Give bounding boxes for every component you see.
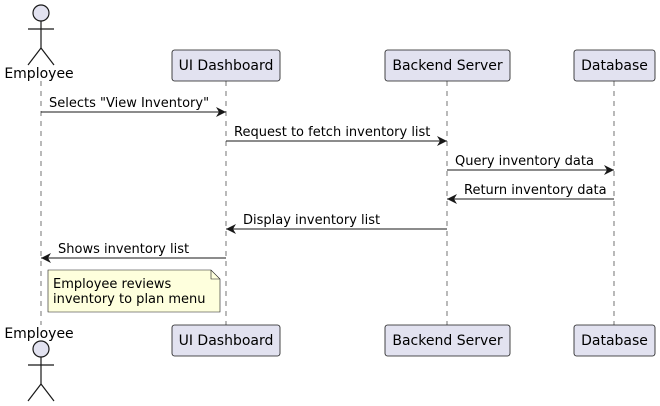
message: Request to fetch inventory list xyxy=(226,125,447,146)
message: Display inventory list xyxy=(226,213,447,234)
participant-database-bottom: Database xyxy=(573,324,656,357)
participant-box xyxy=(384,49,511,82)
participant-label: UI Dashboard xyxy=(179,58,274,74)
message-label: Request to fetch inventory list xyxy=(234,125,430,140)
message: Query inventory data xyxy=(447,154,614,175)
actor-head xyxy=(32,340,50,358)
actor-leg-right xyxy=(40,47,55,66)
note-text-line: Employee reviews xyxy=(53,277,172,292)
actor-leg-left xyxy=(27,383,42,402)
participant-label: Database xyxy=(581,58,648,74)
participant-backend-top: Backend Server xyxy=(384,49,511,82)
participant-box xyxy=(573,324,656,357)
participants-top: Employee UI Dashboard Backend Server Databa… xyxy=(4,4,656,82)
actor-label: Employee xyxy=(4,66,73,82)
message-label: Shows inventory list xyxy=(58,242,189,257)
participant-label: Backend Server xyxy=(392,58,502,74)
message: Selects "View Inventory" xyxy=(41,96,226,117)
actor-leg-left xyxy=(27,47,42,66)
actor-employee-top: Employee xyxy=(4,4,74,82)
participant-box xyxy=(171,49,281,82)
actor-employee-bottom: Employee xyxy=(4,326,74,402)
message-label: Return inventory data xyxy=(464,183,607,198)
message-label: Selects "View Inventory" xyxy=(49,96,209,111)
message-label: Query inventory data xyxy=(455,154,594,169)
participants-bottom: Employee UI Dashboard Backend Server Databa… xyxy=(4,324,656,402)
message-label: Display inventory list xyxy=(243,213,380,228)
participant-database-top: Database xyxy=(573,49,656,82)
participant-backend-bottom: Backend Server xyxy=(384,324,511,357)
note-text-line: inventory to plan menu xyxy=(53,292,206,307)
participant-box xyxy=(573,49,656,82)
actor-head xyxy=(32,4,50,22)
participant-label: Database xyxy=(581,333,648,349)
participant-label: Backend Server xyxy=(392,333,502,349)
actor-label: Employee xyxy=(4,326,73,342)
participant-box xyxy=(384,324,511,357)
participant-label: UI Dashboard xyxy=(179,333,274,349)
message: Shows inventory list xyxy=(41,242,226,263)
participant-box xyxy=(171,324,281,357)
messages: Selects "View Inventory" Request to fetch… xyxy=(41,96,614,263)
note-box xyxy=(47,269,221,313)
participant-ui-bottom: UI Dashboard xyxy=(171,324,281,357)
actor-leg-right xyxy=(40,383,55,402)
participant-ui-top: UI Dashboard xyxy=(171,49,281,82)
note-fold xyxy=(210,270,220,280)
message: Return inventory data xyxy=(447,183,614,204)
